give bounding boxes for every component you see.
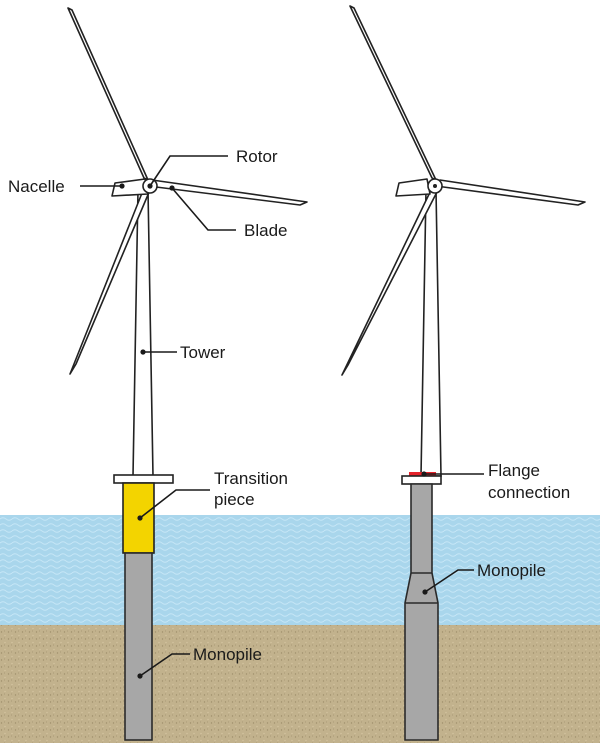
right-blade-up [349, 5, 437, 181]
left-blade-up [67, 7, 149, 181]
left-tower-base-ring [113, 474, 174, 484]
transition-label-line2: piece [214, 490, 255, 509]
right-monopile-top-ring [401, 475, 442, 485]
right-tower [420, 189, 442, 477]
right-rotor-center [433, 184, 437, 188]
seabed-texture [0, 625, 600, 743]
right-monopile-leader [424, 569, 474, 593]
flange-label-line1: Flange [488, 461, 540, 480]
tower-leader-dot [140, 349, 146, 355]
blade-label: Blade [244, 221, 287, 240]
right-nacelle [395, 178, 431, 197]
left-nacelle [111, 178, 149, 197]
rotor-leader-dot [147, 183, 153, 189]
transition-leader-dot [137, 515, 143, 521]
left-monopile-leader-dot [137, 673, 143, 679]
left-monopile-leader [139, 653, 190, 677]
left-blade-right [147, 179, 308, 206]
blade-leader-dot [169, 185, 175, 191]
flange-leader-dot [421, 471, 427, 477]
right-monopile-label: Monopile [477, 561, 546, 580]
sea-wave-texture [0, 515, 600, 625]
left-monopile-label: Monopile [193, 645, 262, 664]
left-monopile [124, 552, 153, 741]
blade-leader [171, 187, 236, 231]
right-blade-right [435, 179, 586, 206]
tower-label: Tower [180, 343, 226, 362]
right-monopile [404, 483, 439, 741]
flange-label-line2: connection [488, 483, 570, 502]
left-tower [132, 189, 154, 477]
nacelle-leader-dot [119, 183, 125, 189]
transition-label-line1: Transition [214, 469, 288, 488]
left-turbine: Nacelle Rotor Blade Tower Transition pie… [8, 7, 308, 741]
transition-leader [139, 489, 210, 519]
rotor-leader [149, 155, 228, 187]
right-turbine: Flange connection Monopile [341, 5, 586, 741]
nacelle-label: Nacelle [8, 177, 65, 196]
rotor-label: Rotor [236, 147, 278, 166]
right-monopile-leader-dot [422, 589, 428, 595]
